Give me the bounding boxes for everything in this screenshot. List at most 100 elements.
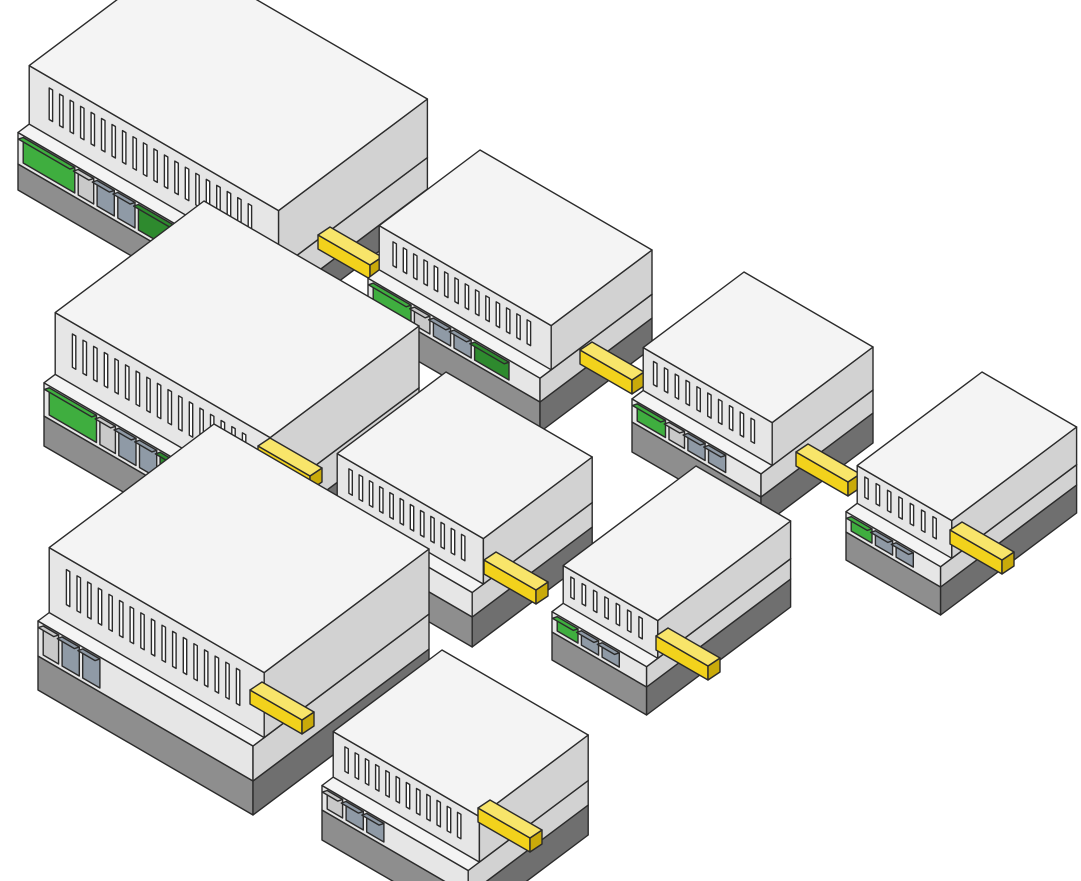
vent-slot bbox=[412, 253, 418, 281]
usb-port-top bbox=[340, 800, 364, 814]
terminal-block-top bbox=[17, 136, 76, 170]
terminal-block-top bbox=[469, 341, 510, 365]
usb-port-top bbox=[133, 439, 158, 453]
vent-slot bbox=[348, 468, 353, 496]
vent-slot bbox=[446, 805, 452, 834]
vent-slot bbox=[495, 301, 501, 329]
enclosure-6-module-wide bbox=[37, 423, 430, 816]
vent-slot bbox=[121, 129, 127, 165]
vent-slot bbox=[103, 351, 109, 389]
vent-slot bbox=[433, 265, 439, 293]
vent-slot bbox=[48, 87, 54, 123]
vent-slot bbox=[65, 568, 71, 608]
vent-slot bbox=[898, 496, 903, 520]
vent-slot bbox=[739, 411, 745, 438]
din-rail-top bbox=[655, 627, 721, 667]
usb-port-top bbox=[890, 542, 914, 556]
vent-slot bbox=[129, 606, 135, 645]
terminal-block-top bbox=[845, 516, 873, 532]
vent-slot bbox=[354, 752, 360, 780]
ethernet-port-top bbox=[408, 306, 431, 319]
vent-slot bbox=[864, 476, 869, 500]
vent-slot bbox=[402, 247, 408, 275]
vent-slot bbox=[875, 482, 881, 507]
ethernet-port-top bbox=[94, 416, 117, 429]
vent-slot bbox=[118, 599, 124, 639]
usb-port-top bbox=[91, 179, 116, 193]
vent-slot bbox=[409, 503, 415, 532]
vent-slot bbox=[385, 769, 390, 798]
din-rail bbox=[483, 551, 549, 605]
vent-slot bbox=[419, 509, 425, 538]
vent-slot bbox=[638, 615, 643, 640]
din-rail-top bbox=[483, 551, 549, 591]
vent-slot bbox=[626, 609, 632, 633]
vent-slot bbox=[389, 491, 394, 520]
usb-port-top bbox=[113, 427, 137, 441]
terminal-block-top bbox=[43, 387, 98, 418]
vent-slot bbox=[443, 271, 449, 299]
din-rail bbox=[477, 799, 543, 853]
vent-slot bbox=[392, 241, 398, 269]
ethernet-port-top bbox=[37, 625, 60, 638]
vent-slot bbox=[135, 370, 141, 407]
din-rail bbox=[249, 681, 315, 735]
vent-slot bbox=[460, 533, 466, 562]
enclosure-3-module-slim bbox=[551, 465, 792, 716]
vent-slot bbox=[97, 587, 103, 626]
ethernet-port-top bbox=[663, 421, 686, 434]
vent-slot bbox=[454, 277, 459, 305]
vent-slot bbox=[163, 154, 169, 190]
vent-slot bbox=[132, 135, 138, 171]
vent-slot bbox=[100, 117, 106, 153]
vent-slot bbox=[604, 596, 609, 620]
terminal-block-top bbox=[551, 616, 579, 632]
usb-port-top bbox=[682, 432, 706, 446]
vent-slot bbox=[364, 758, 370, 786]
vent-slot bbox=[69, 99, 75, 135]
vent-slot bbox=[82, 339, 88, 377]
vent-slot bbox=[195, 172, 200, 208]
enclosure-4-module-low bbox=[321, 649, 589, 881]
vent-slot bbox=[423, 259, 429, 287]
vent-slot bbox=[76, 575, 82, 614]
din-rail bbox=[949, 521, 1015, 575]
vent-slot bbox=[182, 636, 188, 676]
vent-slot bbox=[663, 367, 669, 394]
vent-slot bbox=[395, 775, 401, 804]
usb-port-top bbox=[575, 630, 600, 644]
vent-slot bbox=[456, 811, 462, 840]
vent-slot bbox=[114, 358, 120, 395]
vent-slot bbox=[750, 417, 756, 444]
vent-slot bbox=[344, 746, 349, 774]
enclosure-4-module bbox=[325, 371, 593, 648]
vent-slot bbox=[516, 313, 521, 341]
vent-slot bbox=[440, 521, 446, 550]
ethernet-port-top bbox=[72, 168, 95, 181]
vent-slot bbox=[932, 515, 937, 540]
vent-slot bbox=[436, 799, 442, 828]
usb-port-top bbox=[448, 329, 472, 343]
vent-slot bbox=[505, 307, 511, 335]
vent-slot bbox=[86, 581, 92, 620]
cover-top bbox=[562, 465, 792, 622]
vent-slot bbox=[71, 333, 77, 370]
din-rail bbox=[655, 627, 721, 681]
usb-port-top bbox=[77, 648, 101, 662]
usb-port-top bbox=[869, 530, 894, 544]
vent-slot bbox=[79, 105, 85, 141]
enclosure-9-module-large bbox=[17, 0, 429, 336]
vent-slot bbox=[652, 360, 658, 388]
vent-slot bbox=[526, 319, 532, 347]
vent-slot bbox=[58, 93, 64, 129]
vent-slot bbox=[415, 787, 421, 816]
enclosure-3-module-terminals bbox=[845, 371, 1078, 616]
vent-slot bbox=[111, 123, 117, 159]
vent-slot bbox=[146, 376, 151, 414]
vent-slot bbox=[685, 379, 691, 407]
vent-slot bbox=[171, 630, 177, 670]
vent-slot bbox=[674, 373, 680, 400]
vent-slot bbox=[886, 489, 892, 514]
usb-port-top bbox=[112, 191, 136, 205]
